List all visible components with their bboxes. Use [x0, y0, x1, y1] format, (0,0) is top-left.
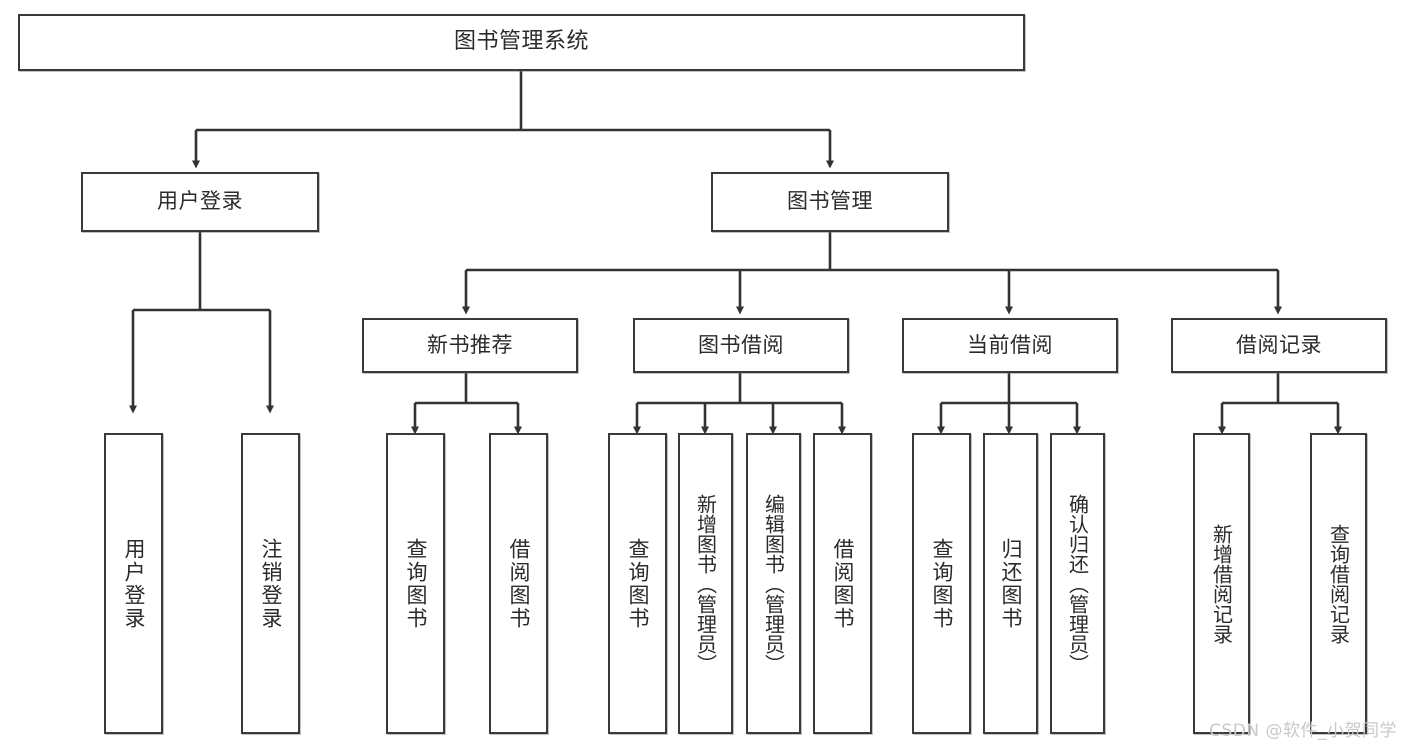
node-label: 查询借阅记录 [1326, 523, 1351, 644]
leaf-user-login[interactable]: 用户登录 [104, 433, 163, 734]
node-new-book-recommend[interactable]: 新书推荐 [362, 318, 578, 373]
leaf-logout[interactable]: 注销登录 [241, 433, 300, 734]
node-label: 编辑图书（管理员） [761, 493, 786, 674]
node-current-borrow[interactable]: 当前借阅 [902, 318, 1118, 373]
node-label: 归还图书 [999, 537, 1023, 630]
node-label: 借阅图书 [507, 537, 531, 630]
leaf-borrow-edit-book-admin[interactable]: 编辑图书（管理员） [746, 433, 801, 734]
leaf-record-add[interactable]: 新增借阅记录 [1193, 433, 1250, 734]
node-book-management[interactable]: 图书管理 [711, 172, 949, 232]
node-root-book-management-system[interactable]: 图书管理系统 [18, 14, 1025, 71]
leaf-current-confirm-return-admin[interactable]: 确认归还（管理员） [1050, 433, 1105, 734]
node-label: 新增图书（管理员） [693, 493, 718, 674]
node-book-borrow[interactable]: 图书借阅 [633, 318, 849, 373]
node-user-login[interactable]: 用户登录 [81, 172, 319, 232]
leaf-borrow-query-book[interactable]: 查询图书 [608, 433, 667, 734]
node-label: 借阅图书 [831, 537, 855, 630]
node-label: 图书管理 [787, 189, 873, 214]
node-label: 当前借阅 [967, 332, 1053, 357]
leaf-record-query[interactable]: 查询借阅记录 [1310, 433, 1367, 734]
node-label: 确认归还（管理员） [1065, 493, 1090, 674]
leaf-borrow-add-book-admin[interactable]: 新增图书（管理员） [678, 433, 733, 734]
leaf-new-book-query[interactable]: 查询图书 [386, 433, 445, 734]
node-label: 新增借阅记录 [1209, 523, 1234, 644]
node-label: 用户登录 [157, 189, 243, 214]
node-label: 用户登录 [122, 537, 146, 630]
leaf-current-query-book[interactable]: 查询图书 [912, 433, 971, 734]
leaf-new-book-borrow[interactable]: 借阅图书 [489, 433, 548, 734]
node-label: 查询图书 [404, 537, 428, 630]
node-label: 注销登录 [259, 537, 283, 630]
leaf-borrow-borrow-book[interactable]: 借阅图书 [813, 433, 872, 734]
node-label: 查询图书 [930, 537, 954, 630]
node-label: 图书管理系统 [453, 29, 589, 55]
node-label: 查询图书 [626, 537, 650, 630]
node-label: 图书借阅 [698, 332, 784, 357]
leaf-current-return-book[interactable]: 归还图书 [983, 433, 1038, 734]
node-borrow-record[interactable]: 借阅记录 [1171, 318, 1387, 373]
csdn-watermark: CSDN @软件_小贺同学 [1209, 721, 1397, 741]
node-label: 新书推荐 [427, 332, 513, 357]
node-label: 借阅记录 [1236, 332, 1322, 357]
